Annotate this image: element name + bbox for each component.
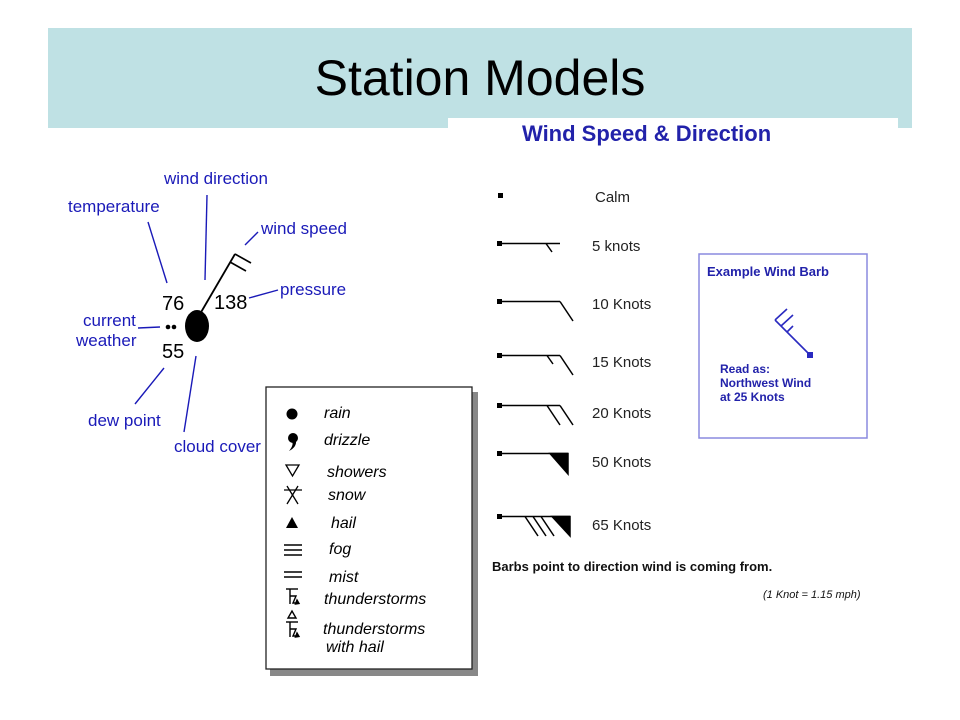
current-weather-leader-line <box>137 326 161 329</box>
temperature-label: temperature <box>68 197 160 216</box>
pressure-value: 138 <box>214 292 247 314</box>
cloud-cover-leader-line <box>183 355 197 433</box>
symbol-label-rain: rain <box>324 405 351 422</box>
showers-triangle-icon <box>284 464 301 478</box>
wind-barb-50-icon <box>497 451 569 476</box>
wind-label-5: 5 knots <box>592 238 640 255</box>
current-weather-label-line1: current <box>83 311 136 330</box>
dew-point-value: 55 <box>162 341 184 363</box>
wind-barb-full <box>229 261 247 272</box>
example-wind-barb-title: Example Wind Barb <box>707 264 829 279</box>
temperature-value: 76 <box>162 293 184 315</box>
temperature-leader-line <box>147 221 168 284</box>
example-wind-barb-box <box>698 253 868 439</box>
drizzle-comma-icon <box>288 433 298 451</box>
wind-barb-15-icon <box>497 353 574 376</box>
wind-label-20: 20 Knots <box>592 405 651 422</box>
wind-shaft <box>199 253 236 315</box>
symbol-label-hail: hail <box>331 515 356 532</box>
example-read-line1: Read as: <box>720 362 770 376</box>
symbol-label-showers: showers <box>327 464 387 481</box>
wind-barb-5-icon <box>497 241 560 253</box>
example-read-line3: at 25 Knots <box>720 390 785 404</box>
cloud-cover-circle <box>185 310 209 342</box>
wind-speed-label: wind speed <box>260 219 347 238</box>
dew-point-leader-line <box>134 367 165 405</box>
example-read-line2: Northwest Wind <box>720 376 811 390</box>
pressure-leader-line <box>248 289 279 299</box>
page-title: Station Models <box>314 50 646 106</box>
fog-lines-icon <box>284 544 302 556</box>
thunderstorm-hail-icon <box>286 609 301 638</box>
hail-triangle-icon <box>286 517 298 528</box>
symbol-label-drizzle: drizzle <box>324 432 370 449</box>
symbol-label-thunderstorms: thunderstorms <box>324 591 426 608</box>
wind-label-10: 10 Knots <box>592 296 651 313</box>
wind-label-50: 50 Knots <box>592 454 651 471</box>
mist-lines-icon <box>284 571 302 578</box>
wind-label-calm: Calm <box>595 189 630 206</box>
station-model: 76 138 55 temperature wind direction win… <box>68 169 347 456</box>
wind-label-65: 65 Knots <box>592 517 651 534</box>
symbol-label-thunderstorms-hail-line2: with hail <box>326 639 384 656</box>
wind-speed-leader-line <box>244 231 259 246</box>
rain-dot-icon <box>286 408 298 420</box>
cloud-cover-label: cloud cover <box>174 437 261 456</box>
wind-barb-calm-icon <box>498 193 503 198</box>
snow-star-icon <box>284 485 302 505</box>
dew-point-label: dew point <box>88 411 161 430</box>
wind-label-15: 15 Knots <box>592 354 651 371</box>
wind-speed-panel: Wind Speed & Direction <box>492 121 868 601</box>
wind-barb-20-icon <box>497 403 574 426</box>
wind-panel-title: Wind Speed & Direction <box>522 121 771 146</box>
current-weather-label-line2: weather <box>75 331 137 350</box>
wind-barb-10-icon <box>497 299 574 322</box>
symbol-label-thunderstorms-hail: thunderstorms <box>323 621 425 638</box>
title-bar: Station Models <box>48 28 912 128</box>
wind-barb-full <box>234 253 252 264</box>
wind-barb-65-icon <box>497 514 571 538</box>
wind-direction-leader-line <box>204 194 208 281</box>
current-weather-dot <box>171 324 177 330</box>
legend-box <box>265 386 473 670</box>
pressure-label: pressure <box>280 280 346 299</box>
symbol-label-snow: snow <box>328 487 367 504</box>
current-weather-dot <box>165 324 171 330</box>
example-wind-barb-icon <box>774 308 813 358</box>
symbol-label-fog: fog <box>329 541 351 558</box>
weather-symbol-legend: rain drizzle showers snow hail fog mist … <box>265 386 478 676</box>
knot-conversion-note: (1 Knot = 1.15 mph) <box>763 589 861 601</box>
barb-direction-note: Barbs point to direction wind is coming … <box>492 559 772 574</box>
symbol-label-mist: mist <box>329 569 359 586</box>
wind-direction-label: wind direction <box>163 169 268 188</box>
thunderstorm-icon <box>286 588 301 605</box>
